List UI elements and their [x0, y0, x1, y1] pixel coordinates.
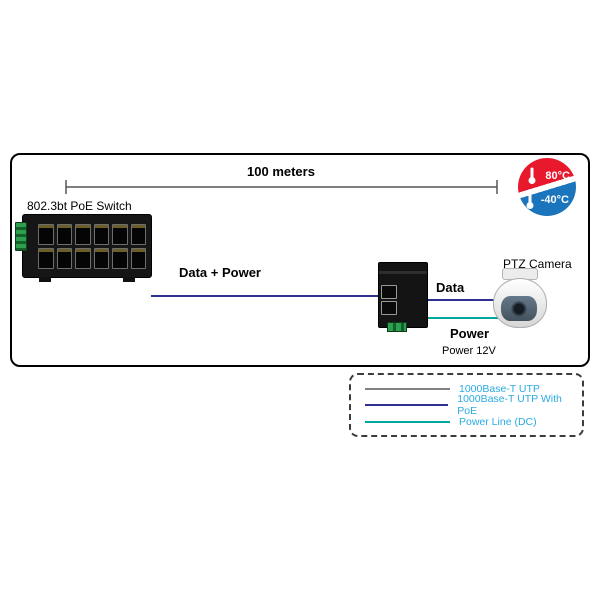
- switch-port: [130, 248, 146, 269]
- switch-label: 802.3bt PoE Switch: [27, 199, 132, 213]
- thermometer-cold-icon: [526, 192, 534, 209]
- temperature-badge: 80°C -40°C: [518, 158, 576, 216]
- splitter-dc-terminal: [387, 322, 407, 332]
- switch-port-panel: [38, 224, 146, 269]
- switch-port: [112, 224, 128, 245]
- power-12v-label: Power 12V: [442, 345, 496, 357]
- thermometer-hot-icon: [528, 167, 536, 184]
- switch-terminal-block: [15, 222, 27, 251]
- switch-port: [75, 224, 91, 245]
- switch-port: [130, 224, 146, 245]
- legend-item-power-dc: Power Line (DC): [365, 415, 582, 429]
- switch-port: [75, 248, 91, 269]
- camera-body: [493, 278, 547, 328]
- switch-mount-foot: [39, 277, 51, 282]
- legend-line-power-dc: [365, 420, 450, 423]
- low-temp-label: -40°C: [540, 194, 569, 206]
- switch-port: [93, 224, 109, 245]
- poe-splitter-device: [378, 262, 428, 332]
- switch-port: [38, 224, 54, 245]
- legend-item-utp-poe: 1000Base-T UTP With PoE: [365, 393, 582, 417]
- switch-port: [56, 224, 72, 245]
- high-temp-label: 80°C: [545, 170, 570, 182]
- data-power-label: Data + Power: [178, 265, 261, 280]
- splitter-rj45-port: [381, 301, 397, 315]
- power-label: Power: [450, 326, 490, 341]
- switch-port: [112, 248, 128, 269]
- switch-mount-foot: [123, 277, 135, 282]
- ptz-camera-device: [492, 268, 548, 332]
- camera-face: [501, 296, 537, 321]
- legend-label-utp: 1000Base-T UTP: [459, 382, 540, 395]
- switch-port: [38, 248, 54, 269]
- switch-port: [56, 248, 72, 269]
- legend-label-power-dc: Power Line (DC): [459, 415, 537, 428]
- camera-lens-icon: [511, 301, 527, 316]
- switch-port: [93, 248, 109, 269]
- legend-line-utp-poe: [365, 404, 449, 406]
- camera-label: PTZ Camera: [503, 257, 572, 271]
- legend-item-utp: 1000Base-T UTP: [365, 382, 582, 396]
- legend-label-utp-poe: 1000Base-T UTP With PoE: [457, 393, 562, 417]
- distance-label: 100 meters: [247, 164, 315, 179]
- data-label: Data: [436, 280, 465, 295]
- poe-switch-device: [15, 214, 152, 282]
- legend-line-utp: [365, 387, 450, 390]
- legend-box: 1000Base-T UTP 1000Base-T UTP With PoE P…: [349, 373, 584, 437]
- splitter-rj45-port: [381, 285, 397, 299]
- splitter-ridge: [379, 271, 427, 274]
